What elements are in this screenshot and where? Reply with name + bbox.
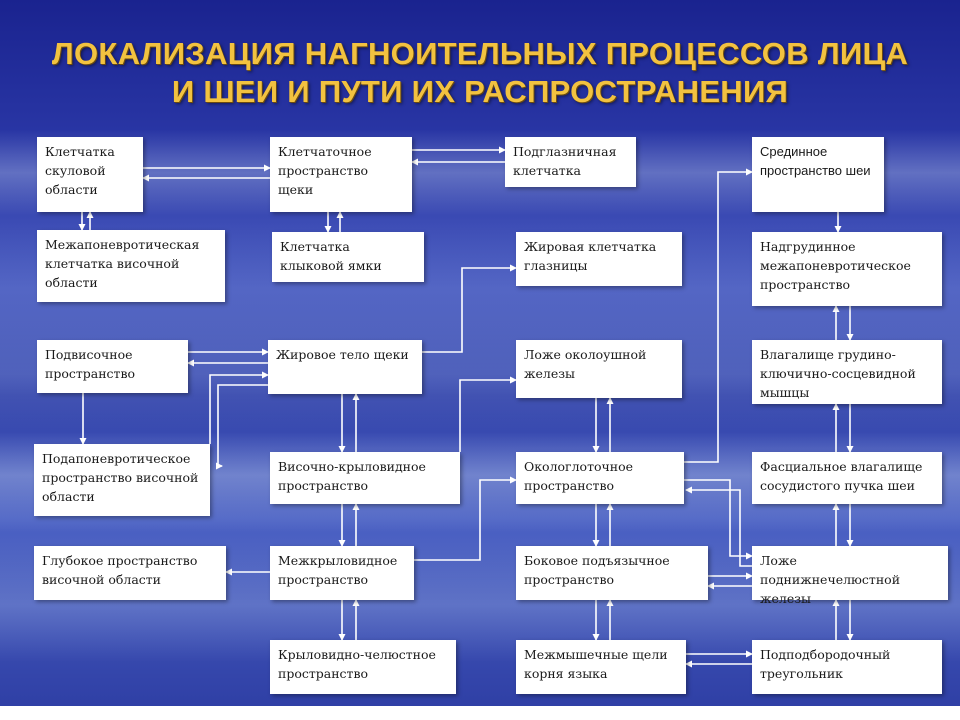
box-infraorbital: Подглазничная клетчатка xyxy=(505,137,636,187)
arrow-peripharyngeal-to-median xyxy=(684,168,753,463)
box-interpterygoid: Межкрыловидное пространство xyxy=(270,546,414,600)
box-subaponeurotic-temporal: Подапоневротическое пространство височно… xyxy=(34,444,210,516)
box-temporopterygoid: Височно-крыловидное пространство xyxy=(270,452,460,504)
arrow-submandibular-to-peripharyngeal xyxy=(685,486,752,567)
box-canine-fossa: Клетчатка клыковой ямки xyxy=(272,232,424,282)
slide-title-line-1: ЛОКАЛИЗАЦИЯ НАГНОИТЕЛЬНЫХ ПРОЦЕССОВ ЛИЦА xyxy=(51,36,909,71)
box-cheek-space: Клетчаточное пространство щеки xyxy=(270,137,412,212)
box-scm-sheath: Влагалище грудино-ключично-сосцевидной м… xyxy=(752,340,942,404)
box-interaponeurotic-temporal: Межапоневротическая клетчатка височной о… xyxy=(37,230,225,302)
arrow-interpterygoid-to-peripharyngeal xyxy=(414,476,517,561)
box-lateral-sublingual: Боковое подъязычное пространство xyxy=(516,546,708,600)
box-orbital-fat: Жировая клетчатка глазницы xyxy=(516,232,682,286)
box-infratemporal: Подвисочное пространство xyxy=(37,340,188,393)
box-pterygomandibular: Крыловидно-челюстное пространство xyxy=(270,640,456,694)
box-buccal-fat: Жировое тело щеки xyxy=(268,340,422,394)
arrow-buccalfat-to-orbital xyxy=(422,264,517,353)
box-submandibular-bed: Ложе поднижнечелюстной железы xyxy=(752,546,948,606)
box-parotid-bed: Ложе околоушной железы xyxy=(516,340,682,398)
box-zygomatic: Клетчатка скуловой области xyxy=(37,137,143,212)
box-suprasternal: Надгрудинное межапоневротическое простра… xyxy=(752,232,942,306)
arrow-peripharyngeal-to-submandibular xyxy=(684,479,753,560)
box-intermuscular-tongue: Межмышечные щели корня языка xyxy=(516,640,686,694)
arrow-temporopterygoid-to-parotid xyxy=(459,376,517,452)
arrow-subaponeurotic-to-buccalfat xyxy=(209,371,269,444)
bottom-strip xyxy=(0,706,960,720)
box-median-neck: Срединное пространство шеи xyxy=(752,137,884,212)
box-deep-temporal: Глубокое пространство височной области xyxy=(34,546,226,600)
slide-title-line-2: И ШЕИ И ПУТИ ИХ РАСПРОСТРАНЕНИЯ xyxy=(171,74,789,109)
box-vascular-sheath: Фасциальное влагалище сосудистого пучка … xyxy=(752,452,942,504)
box-submental: Подподбородочный треугольник xyxy=(752,640,942,694)
box-peripharyngeal: Окологлоточное пространство xyxy=(516,452,684,504)
arrow-buccalfat-to-subaponeurotic xyxy=(216,384,268,470)
